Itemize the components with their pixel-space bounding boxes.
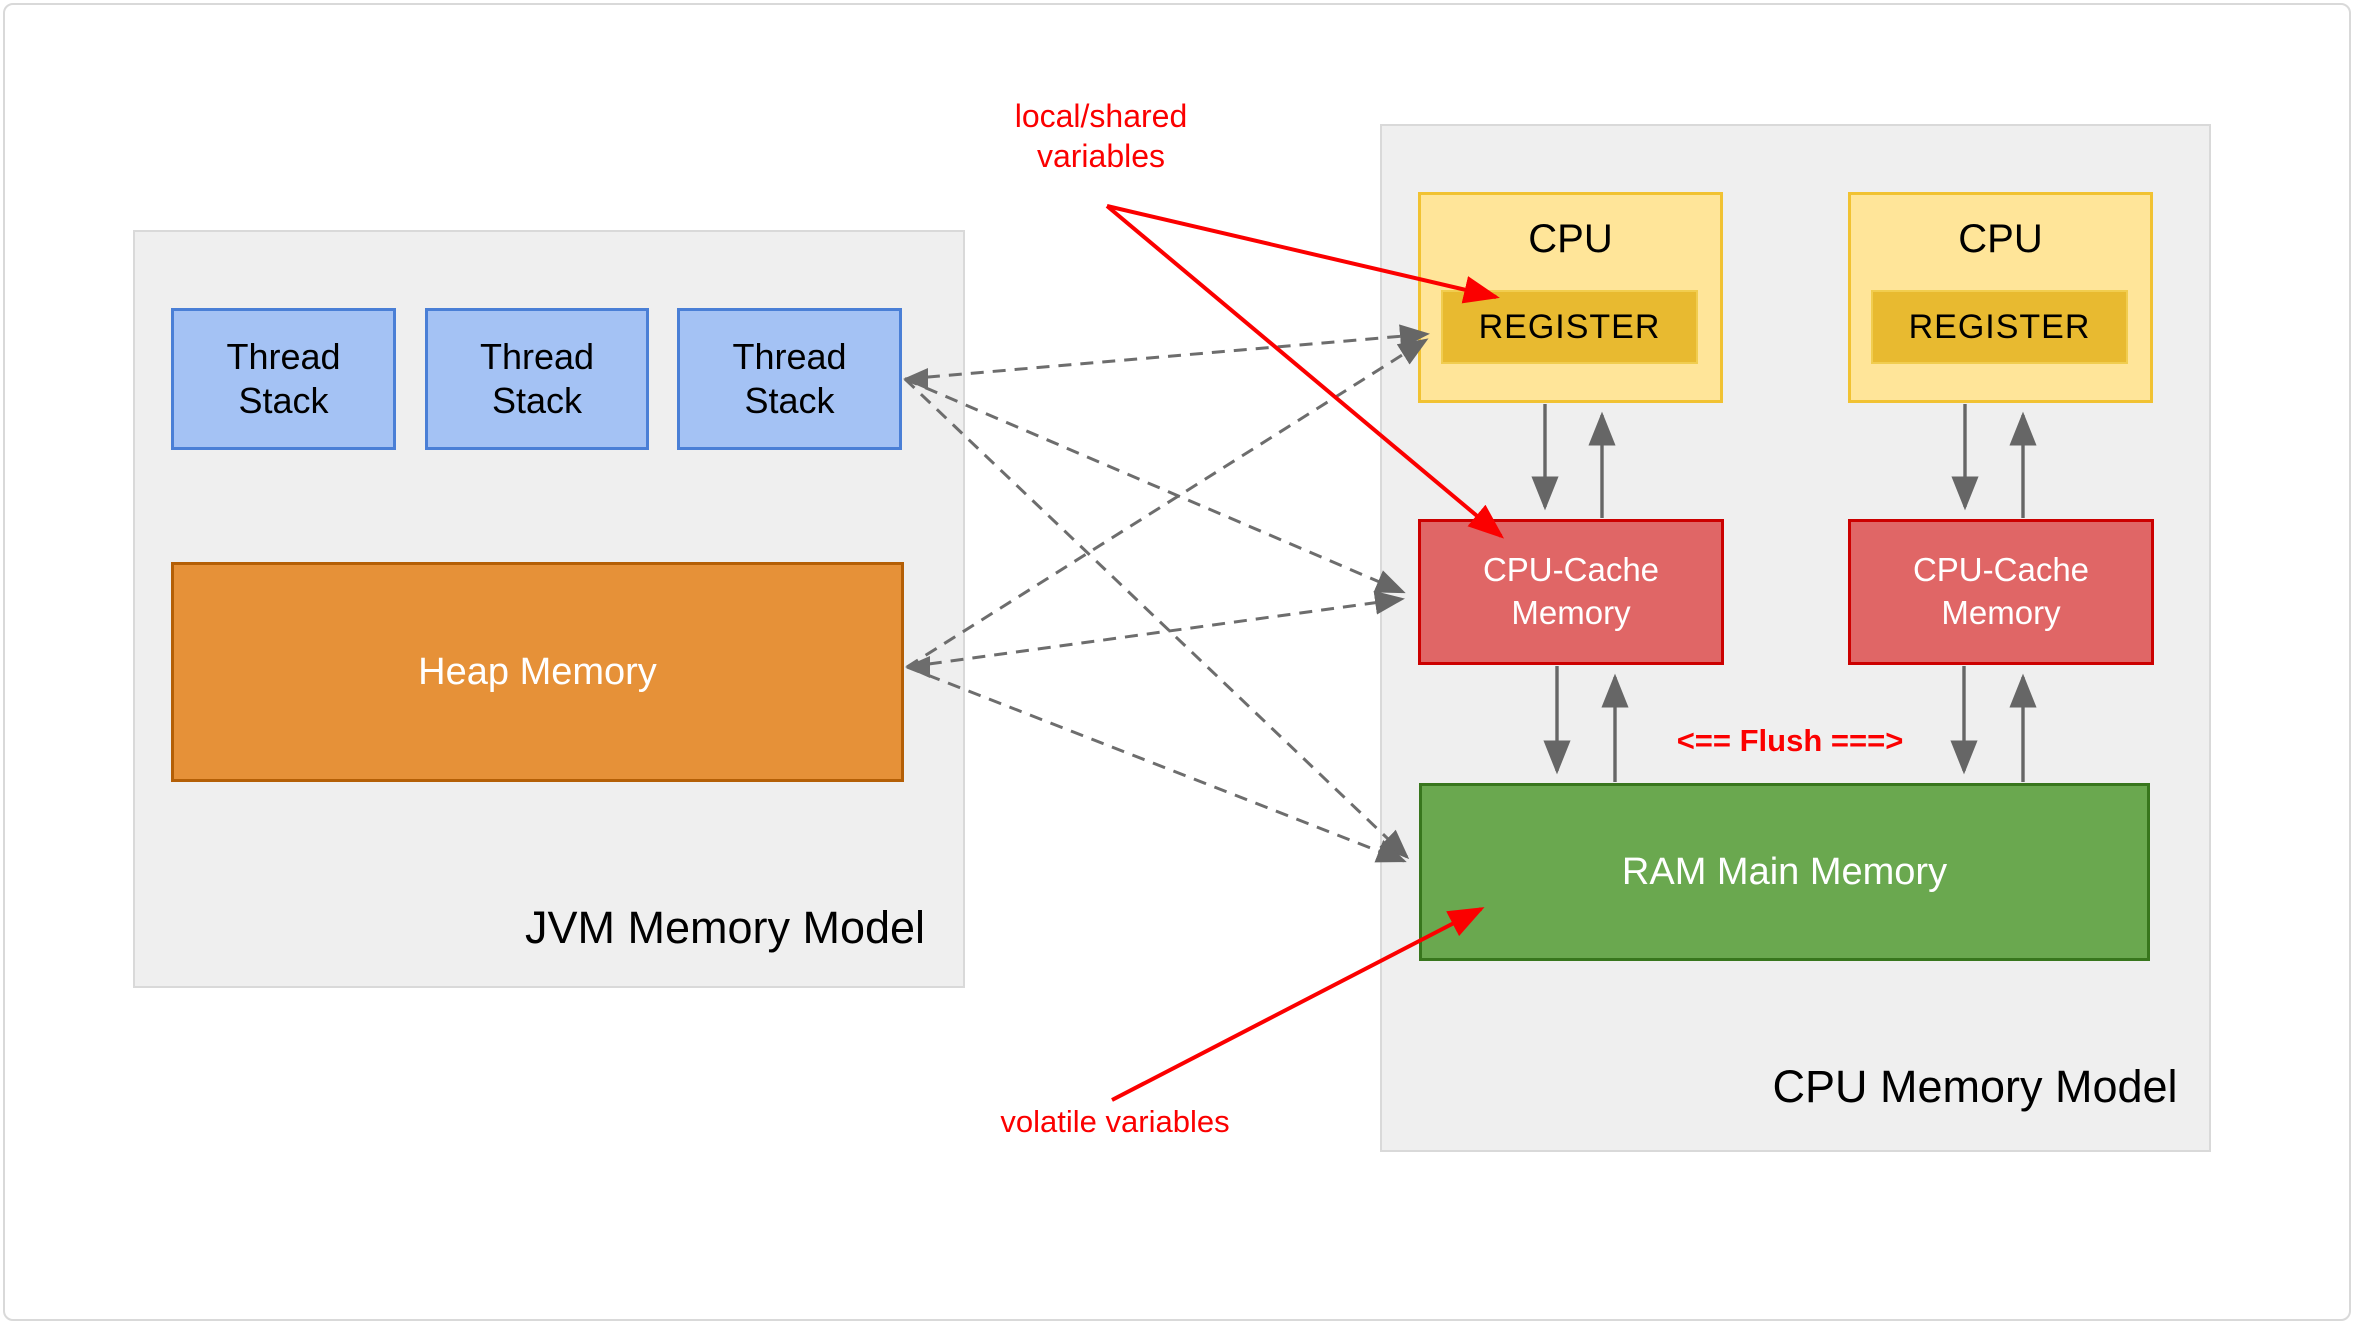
local-shared-annotation: local/shared variables: [951, 96, 1251, 176]
thread-stack-box-3: Thread Stack: [677, 308, 902, 450]
heap-memory-box: Heap Memory: [171, 562, 904, 782]
thread-stack-label: Thread Stack: [226, 336, 341, 421]
cpu-cache-label: CPU-Cache Memory: [1482, 551, 1660, 631]
thread-stack-label: Thread Stack: [732, 336, 847, 421]
local-shared-line1: local/shared: [1014, 98, 1188, 134]
ram-label: RAM Main Memory: [1621, 850, 1948, 893]
register-box-1: REGISTER: [1441, 290, 1698, 364]
register-label: REGISTER: [1478, 307, 1661, 346]
register-label: REGISTER: [1908, 307, 2091, 346]
cpu-title: CPU: [1528, 217, 1613, 261]
thread-stack-label: Thread Stack: [479, 336, 595, 421]
jvm-panel-label: JVM Memory Model: [524, 902, 926, 953]
local-shared-line2: variables: [1036, 138, 1166, 174]
register-box-2: REGISTER: [1871, 290, 2128, 364]
ram-main-memory-box: RAM Main Memory: [1419, 783, 2150, 961]
thread-stack-box-1: Thread Stack: [171, 308, 396, 450]
cpu-cache-box-2: CPU-Cache Memory: [1848, 519, 2154, 665]
flush-annotation: <== Flush ===>: [1676, 723, 1904, 758]
cpu-cache-label: CPU-Cache Memory: [1912, 551, 2090, 631]
cpu-cache-box-1: CPU-Cache Memory: [1418, 519, 1724, 665]
cpu-title: CPU: [1958, 217, 2043, 261]
cpu-panel-label: CPU Memory Model: [1772, 1061, 2178, 1112]
volatile-annotation: volatile variables: [1000, 1104, 1230, 1139]
heap-memory-label: Heap Memory: [418, 650, 657, 693]
thread-stack-box-2: Thread Stack: [425, 308, 649, 450]
